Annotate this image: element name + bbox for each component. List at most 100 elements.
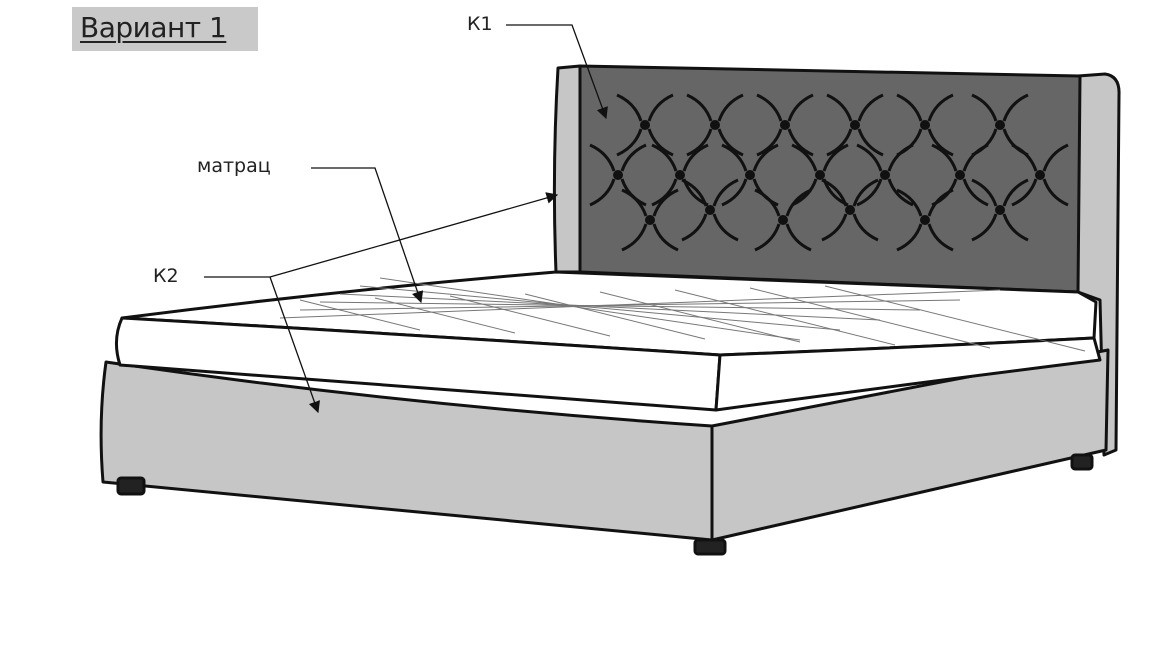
headboard-tufted-panel [578, 64, 1082, 294]
quilt-line [374, 297, 516, 334]
tuft-pleat [712, 213, 739, 242]
tuft-pleat [826, 128, 853, 157]
tuft-button [645, 215, 655, 225]
tuft-pleat [681, 213, 708, 242]
label-mattress: матрац [197, 155, 271, 177]
tuft-pleat [896, 223, 923, 252]
k1-leader-arrow [506, 24, 608, 120]
tuft-pleat [652, 223, 679, 252]
tuft-pleat [651, 143, 678, 172]
tuft-pleat [821, 213, 848, 242]
quilt-line [339, 293, 881, 321]
quilt-line [299, 299, 421, 331]
tuft-button [815, 170, 825, 180]
mattress-quilting [279, 277, 1086, 352]
tuft-pleat [756, 128, 783, 157]
tuft-button [675, 170, 685, 180]
tuft-pleat [971, 93, 998, 122]
tuft-pleat [927, 93, 954, 122]
quilt-line [674, 289, 896, 346]
tuft-pleat [962, 143, 989, 172]
quilt-line [379, 277, 801, 341]
base-side-face [710, 348, 1110, 542]
tuft-pleat [1042, 143, 1069, 172]
tuft-pleat [589, 178, 616, 207]
tuft-button [780, 120, 790, 130]
tuft-pleat [620, 143, 647, 172]
tuft-pleat [857, 128, 884, 157]
tuft-pleat [1002, 93, 1029, 122]
tuft-pleat [856, 178, 883, 207]
tuft-pleat [1002, 213, 1029, 242]
tuft-pleat [927, 188, 954, 217]
quilt-line [279, 289, 1001, 319]
tuft-pleat [927, 223, 954, 252]
tuft-pleat [787, 128, 814, 157]
tuft-pleat [785, 223, 812, 252]
quilt-line [449, 295, 611, 337]
tuft-pleat [896, 93, 923, 122]
tuft-pleat [721, 178, 748, 207]
tuft-pleat [826, 93, 853, 122]
tuft-button [778, 215, 788, 225]
tuft-button [640, 120, 650, 130]
mattress-front [115, 316, 722, 412]
tuft-pleat [652, 188, 679, 217]
tuft-pleat [852, 178, 879, 207]
tuft-pleat [651, 178, 678, 207]
tuft-pleat [1011, 143, 1038, 172]
quilt-line [824, 285, 1086, 352]
mattress-side [714, 336, 1102, 412]
tuft-pleat [686, 93, 713, 122]
tuft-pleat [857, 93, 884, 122]
label-k1: К1 [467, 13, 493, 35]
quilt-line [599, 291, 801, 343]
tuft-pleat [616, 128, 643, 157]
tuft-pleat [756, 93, 783, 122]
tuft-pleat [754, 223, 781, 252]
quilt-line [319, 301, 921, 311]
tuft-pleat [962, 178, 989, 207]
tuft-pleat [717, 93, 744, 122]
tuft-pleat [682, 143, 709, 172]
tuft-pleat [971, 213, 998, 242]
tuft-button [995, 120, 1005, 130]
leg [1070, 453, 1094, 471]
k2-leader-arrow-headboard [204, 192, 559, 278]
tuft-pleat [887, 143, 914, 172]
tuft-pleat [686, 128, 713, 157]
tuft-pleat [621, 188, 648, 217]
headboard-tufting [589, 93, 1069, 252]
tuft-pleat [852, 213, 879, 242]
tuft-pleat [589, 143, 616, 172]
tuft-button [745, 170, 755, 180]
tuft-pleat [931, 143, 958, 172]
base-front-face [99, 360, 714, 542]
tuft-pleat [821, 178, 848, 207]
tuft-pleat [822, 143, 849, 172]
tuft-pleat [721, 143, 748, 172]
quilt-line [524, 293, 706, 340]
quilt-line [359, 285, 841, 331]
tuft-pleat [616, 93, 643, 122]
tuft-pleat [1011, 178, 1038, 207]
tuft-button [710, 120, 720, 130]
tuft-pleat [647, 93, 674, 122]
variant-title-box: Вариант 1 [72, 7, 258, 51]
k2-leader-arrow-base [269, 276, 320, 414]
tuft-pleat [752, 143, 779, 172]
tuft-pleat [1002, 178, 1029, 207]
variant-title: Вариант 1 [80, 11, 227, 44]
tuft-pleat [887, 178, 914, 207]
tuft-button [995, 205, 1005, 215]
tuft-pleat [647, 128, 674, 157]
tuft-button [955, 170, 965, 180]
headboard-left-edge [552, 64, 582, 274]
tuft-pleat [681, 178, 708, 207]
tuft-pleat [971, 178, 998, 207]
quilt-line [749, 287, 991, 349]
tuft-button [845, 205, 855, 215]
tuft-pleat [621, 223, 648, 252]
tuft-pleat [717, 128, 744, 157]
